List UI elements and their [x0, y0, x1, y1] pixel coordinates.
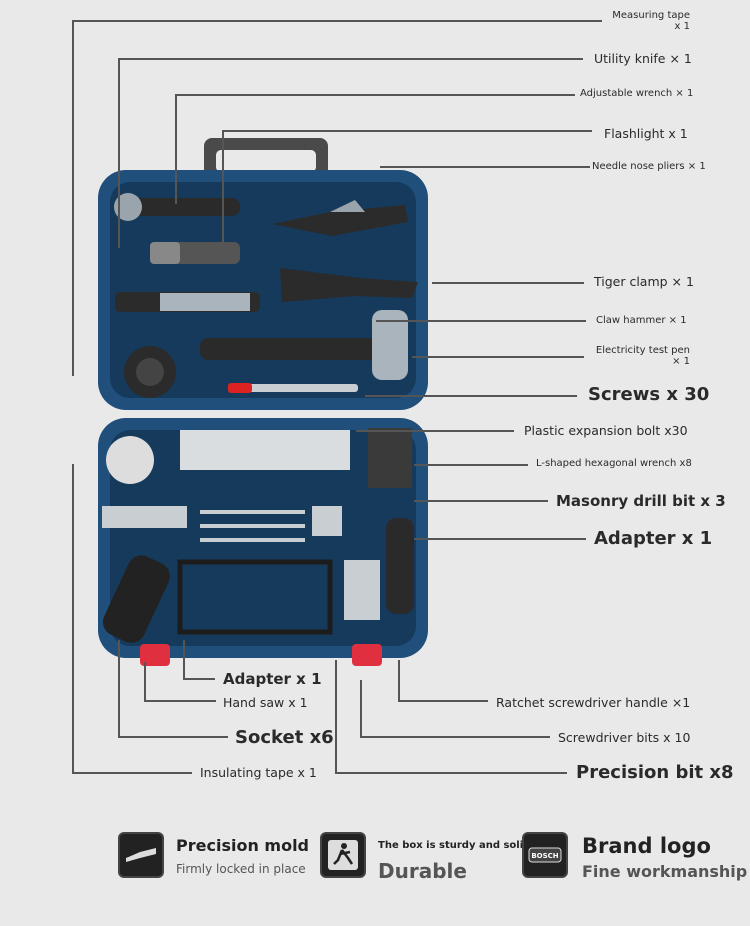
feature-title: Brand logo — [582, 834, 711, 858]
leader-line — [380, 166, 590, 168]
leader-line — [144, 700, 216, 702]
leader-line — [414, 538, 586, 540]
hex-wrench-icon — [368, 428, 412, 488]
leader-line — [365, 395, 577, 397]
leader-line — [118, 640, 120, 736]
feature-title: The box is sturdy and solid — [378, 840, 531, 851]
socket-set-icon — [102, 436, 187, 528]
measuring-tape-icon — [124, 346, 176, 398]
leader-line — [72, 20, 602, 22]
label-adapter-left: Adapter x 1 — [223, 670, 322, 688]
leader-line — [183, 640, 185, 678]
leader-line — [222, 130, 592, 132]
label-flashlight: Flashlight x 1 — [604, 126, 688, 141]
leader-line — [335, 772, 567, 774]
feature-durable: The box is sturdy and solid Durable — [320, 828, 530, 888]
ratchet-screwdriver-icon — [386, 518, 414, 614]
drill-bits-icon — [200, 506, 342, 542]
label-measuring-tape: Measuring tape x 1 — [612, 10, 690, 32]
label-claw-hammer: Claw hammer × 1 — [596, 315, 687, 326]
feature-title: Precision mold — [176, 836, 309, 855]
label-adjustable-wrench: Adjustable wrench × 1 — [580, 88, 694, 99]
adjustable-wrench-icon — [114, 193, 240, 221]
leader-line — [118, 58, 583, 60]
screwdriver-bits-icon — [344, 560, 380, 620]
label-needle-nose-pliers: Needle nose pliers × 1 — [592, 161, 706, 172]
label-insulating-tape: Insulating tape x 1 — [200, 765, 317, 780]
label-screws: Screws x 30 — [588, 384, 710, 405]
label-tiger-clamp: Tiger clamp × 1 — [594, 274, 694, 289]
label-screwdriver-bits: Screwdriver bits x 10 — [558, 730, 691, 745]
feature-precision-mold: Precision mold Firmly locked in place — [118, 828, 318, 888]
label-socket: Socket x6 — [235, 727, 334, 748]
feature-subtitle: Firmly locked in place — [176, 862, 306, 876]
flashlight-icon — [150, 242, 240, 264]
claw-hammer-icon — [200, 310, 408, 380]
leader-line — [183, 678, 215, 680]
leader-line — [118, 736, 228, 738]
leader-line — [432, 282, 584, 284]
leader-line — [360, 736, 550, 738]
tiger-clamp-icon — [280, 268, 418, 302]
feature-subtitle: Durable — [378, 859, 467, 883]
leader-line — [356, 430, 514, 432]
label-hex-wrench: L-shaped hexagonal wrench x8 — [536, 458, 692, 469]
feature-brand-logo: BOSCH Brand logo Fine workmanship — [522, 828, 747, 888]
label-test-pen: Electricity test pen × 1 — [595, 345, 690, 367]
leader-line — [175, 94, 177, 204]
label-ratchet: Ratchet screwdriver handle ×1 — [496, 695, 691, 710]
leader-line — [118, 58, 120, 248]
test-pen-icon — [228, 383, 358, 393]
label-adapter-right: Adapter x 1 — [594, 528, 713, 549]
leader-line — [398, 700, 488, 702]
brand-name: BOSCH — [531, 852, 559, 860]
brand-logo-icon: BOSCH — [522, 832, 568, 878]
label-hand-saw: Hand saw x 1 — [223, 695, 308, 710]
label-utility-knife: Utility knife × 1 — [594, 51, 692, 66]
label-precision-bit: Precision bit x8 — [576, 762, 734, 783]
screws-box-icon — [180, 430, 350, 470]
leader-line — [175, 94, 575, 96]
leader-line — [72, 772, 192, 774]
leader-line — [376, 320, 586, 322]
pliers-icon — [118, 832, 164, 878]
leader-line — [412, 356, 584, 358]
leader-line — [72, 464, 74, 772]
leader-line — [222, 130, 224, 246]
leader-line — [360, 680, 362, 736]
leader-line — [144, 662, 146, 702]
needle-nose-pliers-icon — [272, 200, 408, 236]
feature-subtitle: Fine workmanship — [582, 862, 748, 881]
leader-line — [72, 20, 74, 376]
running-man-icon — [320, 832, 366, 878]
label-masonry-drill-bit: Masonry drill bit x 3 — [556, 492, 726, 510]
hand-saw-icon — [102, 555, 333, 643]
leader-line — [398, 660, 400, 702]
leader-line — [335, 660, 337, 772]
label-plastic-bolt: Plastic expansion bolt x30 — [524, 423, 688, 438]
leader-line — [414, 464, 528, 466]
utility-knife-icon — [115, 292, 260, 312]
leader-line — [414, 500, 548, 502]
